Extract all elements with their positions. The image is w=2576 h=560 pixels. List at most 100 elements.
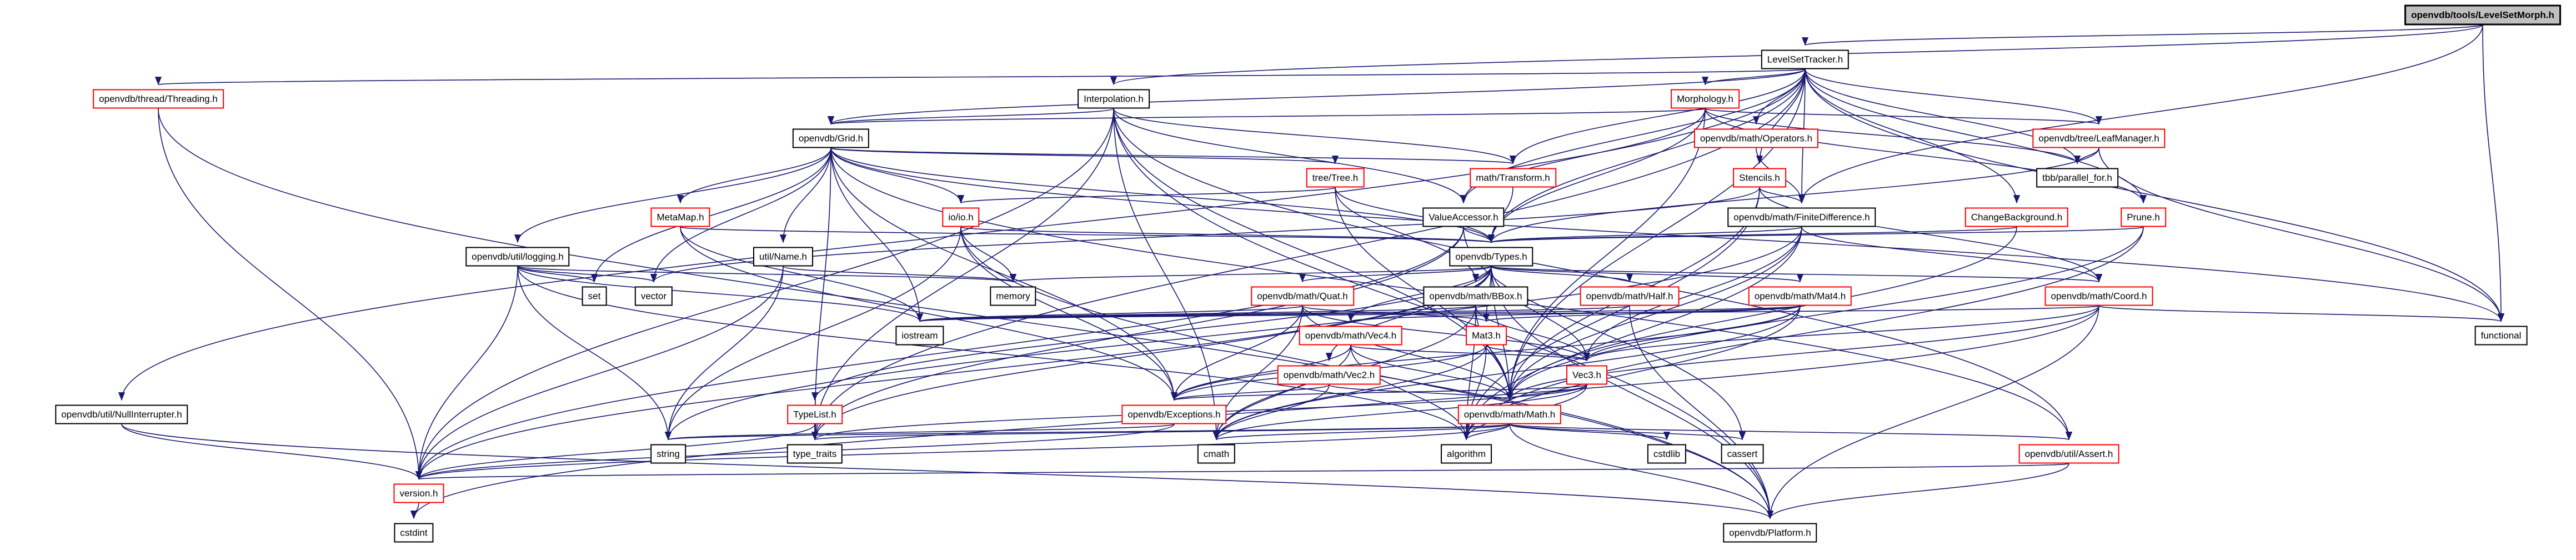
graph-node-valueaccessor[interactable]: ValueAccessor.h [1422, 207, 1505, 227]
graph-node-mathmath[interactable]: openvdb/math/Math.h [1457, 404, 1562, 424]
graph-node-string[interactable]: string [650, 444, 686, 464]
edge-levelsettracker-transform [1510, 69, 1806, 164]
graph-node-vector[interactable]: vector [634, 286, 673, 306]
graph-node-mat3[interactable]: Mat3.h [1466, 326, 1507, 346]
graph-node-transform[interactable]: math/Transform.h [1470, 168, 1556, 188]
graph-node-iostream[interactable]: iostream [895, 326, 944, 346]
graph-node-cmath[interactable]: cmath [1197, 444, 1236, 464]
graph-node-typetraits[interactable]: type_traits [786, 444, 843, 464]
edge-levelsetmorph-levelsettracker [1802, 24, 2483, 46]
graph-node-vec2[interactable]: openvdb/math/Vec2.h [1277, 365, 1381, 385]
graph-node-logging[interactable]: openvdb/util/logging.h [465, 247, 570, 267]
edge-assert-version [417, 463, 2069, 480]
graph-node-morphology[interactable]: Morphology.h [1671, 89, 1740, 109]
graph-node-threading[interactable]: openvdb/thread/Threading.h [93, 89, 224, 109]
edge-nullinterrupter-platform [121, 424, 1773, 519]
graph-node-cassert[interactable]: cassert [1721, 444, 1764, 464]
graph-node-coord[interactable]: openvdb/math/Coord.h [2044, 286, 2153, 306]
edge-coord-iostream [918, 305, 2099, 322]
edge-quat-exceptions [1170, 306, 1303, 401]
graph-node-quat[interactable]: openvdb/math/Quat.h [1251, 286, 1354, 306]
graph-node-version[interactable]: version.h [393, 483, 444, 503]
graph-node-finitedifference[interactable]: openvdb/math/FiniteDifference.h [1727, 207, 1876, 227]
graph-node-platform[interactable]: openvdb/Platform.h [1723, 523, 1817, 543]
graph-node-changebackground[interactable]: ChangeBackground.h [1964, 207, 2069, 227]
edge-logging-vector [517, 266, 657, 283]
graph-node-types[interactable]: openvdb/Types.h [1449, 247, 1533, 267]
graph-node-assert[interactable]: openvdb/util/Assert.h [2018, 444, 2119, 464]
graph-node-vec3[interactable]: Vec3.h [1566, 365, 1607, 385]
edge-valueaccessor-version [415, 227, 1464, 480]
graph-node-interpolation[interactable]: Interpolation.h [1077, 89, 1150, 109]
edge-grid-typetraits [811, 148, 831, 441]
graph-node-prune[interactable]: Prune.h [2121, 207, 2166, 227]
graph-node-typelist[interactable]: TypeList.h [787, 404, 843, 424]
edge-levelsetmorph-functional [2482, 24, 2505, 322]
graph-node-cstdint[interactable]: cstdint [394, 523, 434, 543]
edge-grid-set [590, 148, 831, 283]
edge-morphology-grid [828, 108, 1706, 125]
edge-name-version [415, 266, 784, 480]
edge-logging-iostream [517, 266, 923, 322]
graph-node-levelsetmorph: openvdb/tools/LevelSetMorph.h [2404, 4, 2561, 26]
graph-node-cstdlib[interactable]: cstdlib [1647, 444, 1687, 464]
edge-nullinterrupter-version [121, 424, 422, 480]
edge-interpolation-assert [1113, 108, 2072, 441]
graph-node-metamap[interactable]: MetaMap.h [650, 207, 710, 227]
edge-vec4-mathmath [1350, 345, 1513, 401]
edge-version-cstdint [410, 503, 419, 519]
graph-node-half[interactable]: openvdb/math/Half.h [1580, 286, 1680, 306]
edge-coord-cstdint [410, 306, 2099, 519]
edge-stencils-coord [1759, 187, 2102, 283]
edge-mathmath-cmath [1213, 423, 1510, 441]
edge-grid-io [830, 148, 965, 204]
edge-leafmanager-functional [2098, 148, 2505, 322]
graph-node-levelsettracker[interactable]: LevelSetTracker.h [1761, 49, 1850, 69]
graph-node-vec4[interactable]: openvdb/math/Vec4.h [1299, 326, 1403, 346]
graph-node-exceptions[interactable]: openvdb/Exceptions.h [1121, 404, 1227, 424]
edge-grid-transform [830, 147, 1516, 164]
edge-interpolation-platform [1113, 108, 1774, 519]
graph-node-leafmanager[interactable]: openvdb/tree/LeafManager.h [2032, 128, 2166, 148]
graph-node-memory[interactable]: memory [990, 286, 1036, 306]
edge-grid-metamap [677, 148, 831, 204]
graph-node-bbox[interactable]: openvdb/math/BBox.h [1423, 286, 1528, 306]
edge-metamap-exceptions [680, 227, 1177, 401]
graph-node-io[interactable]: io/io.h [942, 207, 980, 227]
edge-coord-platform [1766, 306, 2099, 519]
graph-node-name[interactable]: util/Name.h [753, 247, 813, 267]
edge-types-coord [1491, 266, 2102, 283]
edge-assert-platform [1767, 463, 2069, 519]
edge-grid-exceptions [830, 148, 1178, 401]
edge-name-string [664, 266, 784, 441]
graph-node-mat4[interactable]: openvdb/math/Mat4.h [1748, 286, 1852, 306]
edge-bbox-vec3 [1475, 306, 1591, 362]
edge-levelsettracker-morphology [1702, 68, 1806, 86]
edge-mathmath-cassert [1509, 423, 1746, 441]
edge-metamap-iostream [680, 227, 923, 322]
edge-valueaccessor-typetraits [811, 227, 1464, 441]
edge-prune-mathmath [1506, 227, 2144, 401]
graph-node-algorithm[interactable]: algorithm [1441, 444, 1492, 464]
edge-levelsetmorph-finitedifference [1798, 24, 2483, 204]
edge-finitedifference-coord [1801, 227, 2102, 283]
edge-levelsettracker-stencils [1756, 69, 1806, 164]
edge-logging-algorithm [517, 266, 1470, 441]
graph-node-grid[interactable]: openvdb/Grid.h [792, 128, 870, 148]
edge-io-exceptions [960, 227, 1178, 401]
graph-node-nullinterrupter[interactable]: openvdb/util/NullInterrupter.h [55, 404, 188, 424]
edge-prune-algorithm [1463, 227, 2144, 441]
edge-finitedifference-string [665, 227, 1802, 441]
graph-node-stencils[interactable]: Stencils.h [1733, 168, 1786, 188]
graph-node-functional[interactable]: functional [2474, 326, 2528, 346]
graph-node-tree[interactable]: tree/Tree.h [1306, 168, 1365, 188]
graph-node-set[interactable]: set [582, 286, 607, 306]
edge-mathmath-version [415, 423, 1510, 480]
graph-node-operators[interactable]: openvdb/math/Operators.h [1693, 128, 1819, 148]
graph-node-tbb[interactable]: tbb/parallel_for.h [2036, 168, 2118, 188]
edge-vec4-cmath [1212, 345, 1351, 441]
edge-interpolation-typetraits [811, 108, 1114, 441]
edge-quat-iostream [916, 305, 1303, 322]
